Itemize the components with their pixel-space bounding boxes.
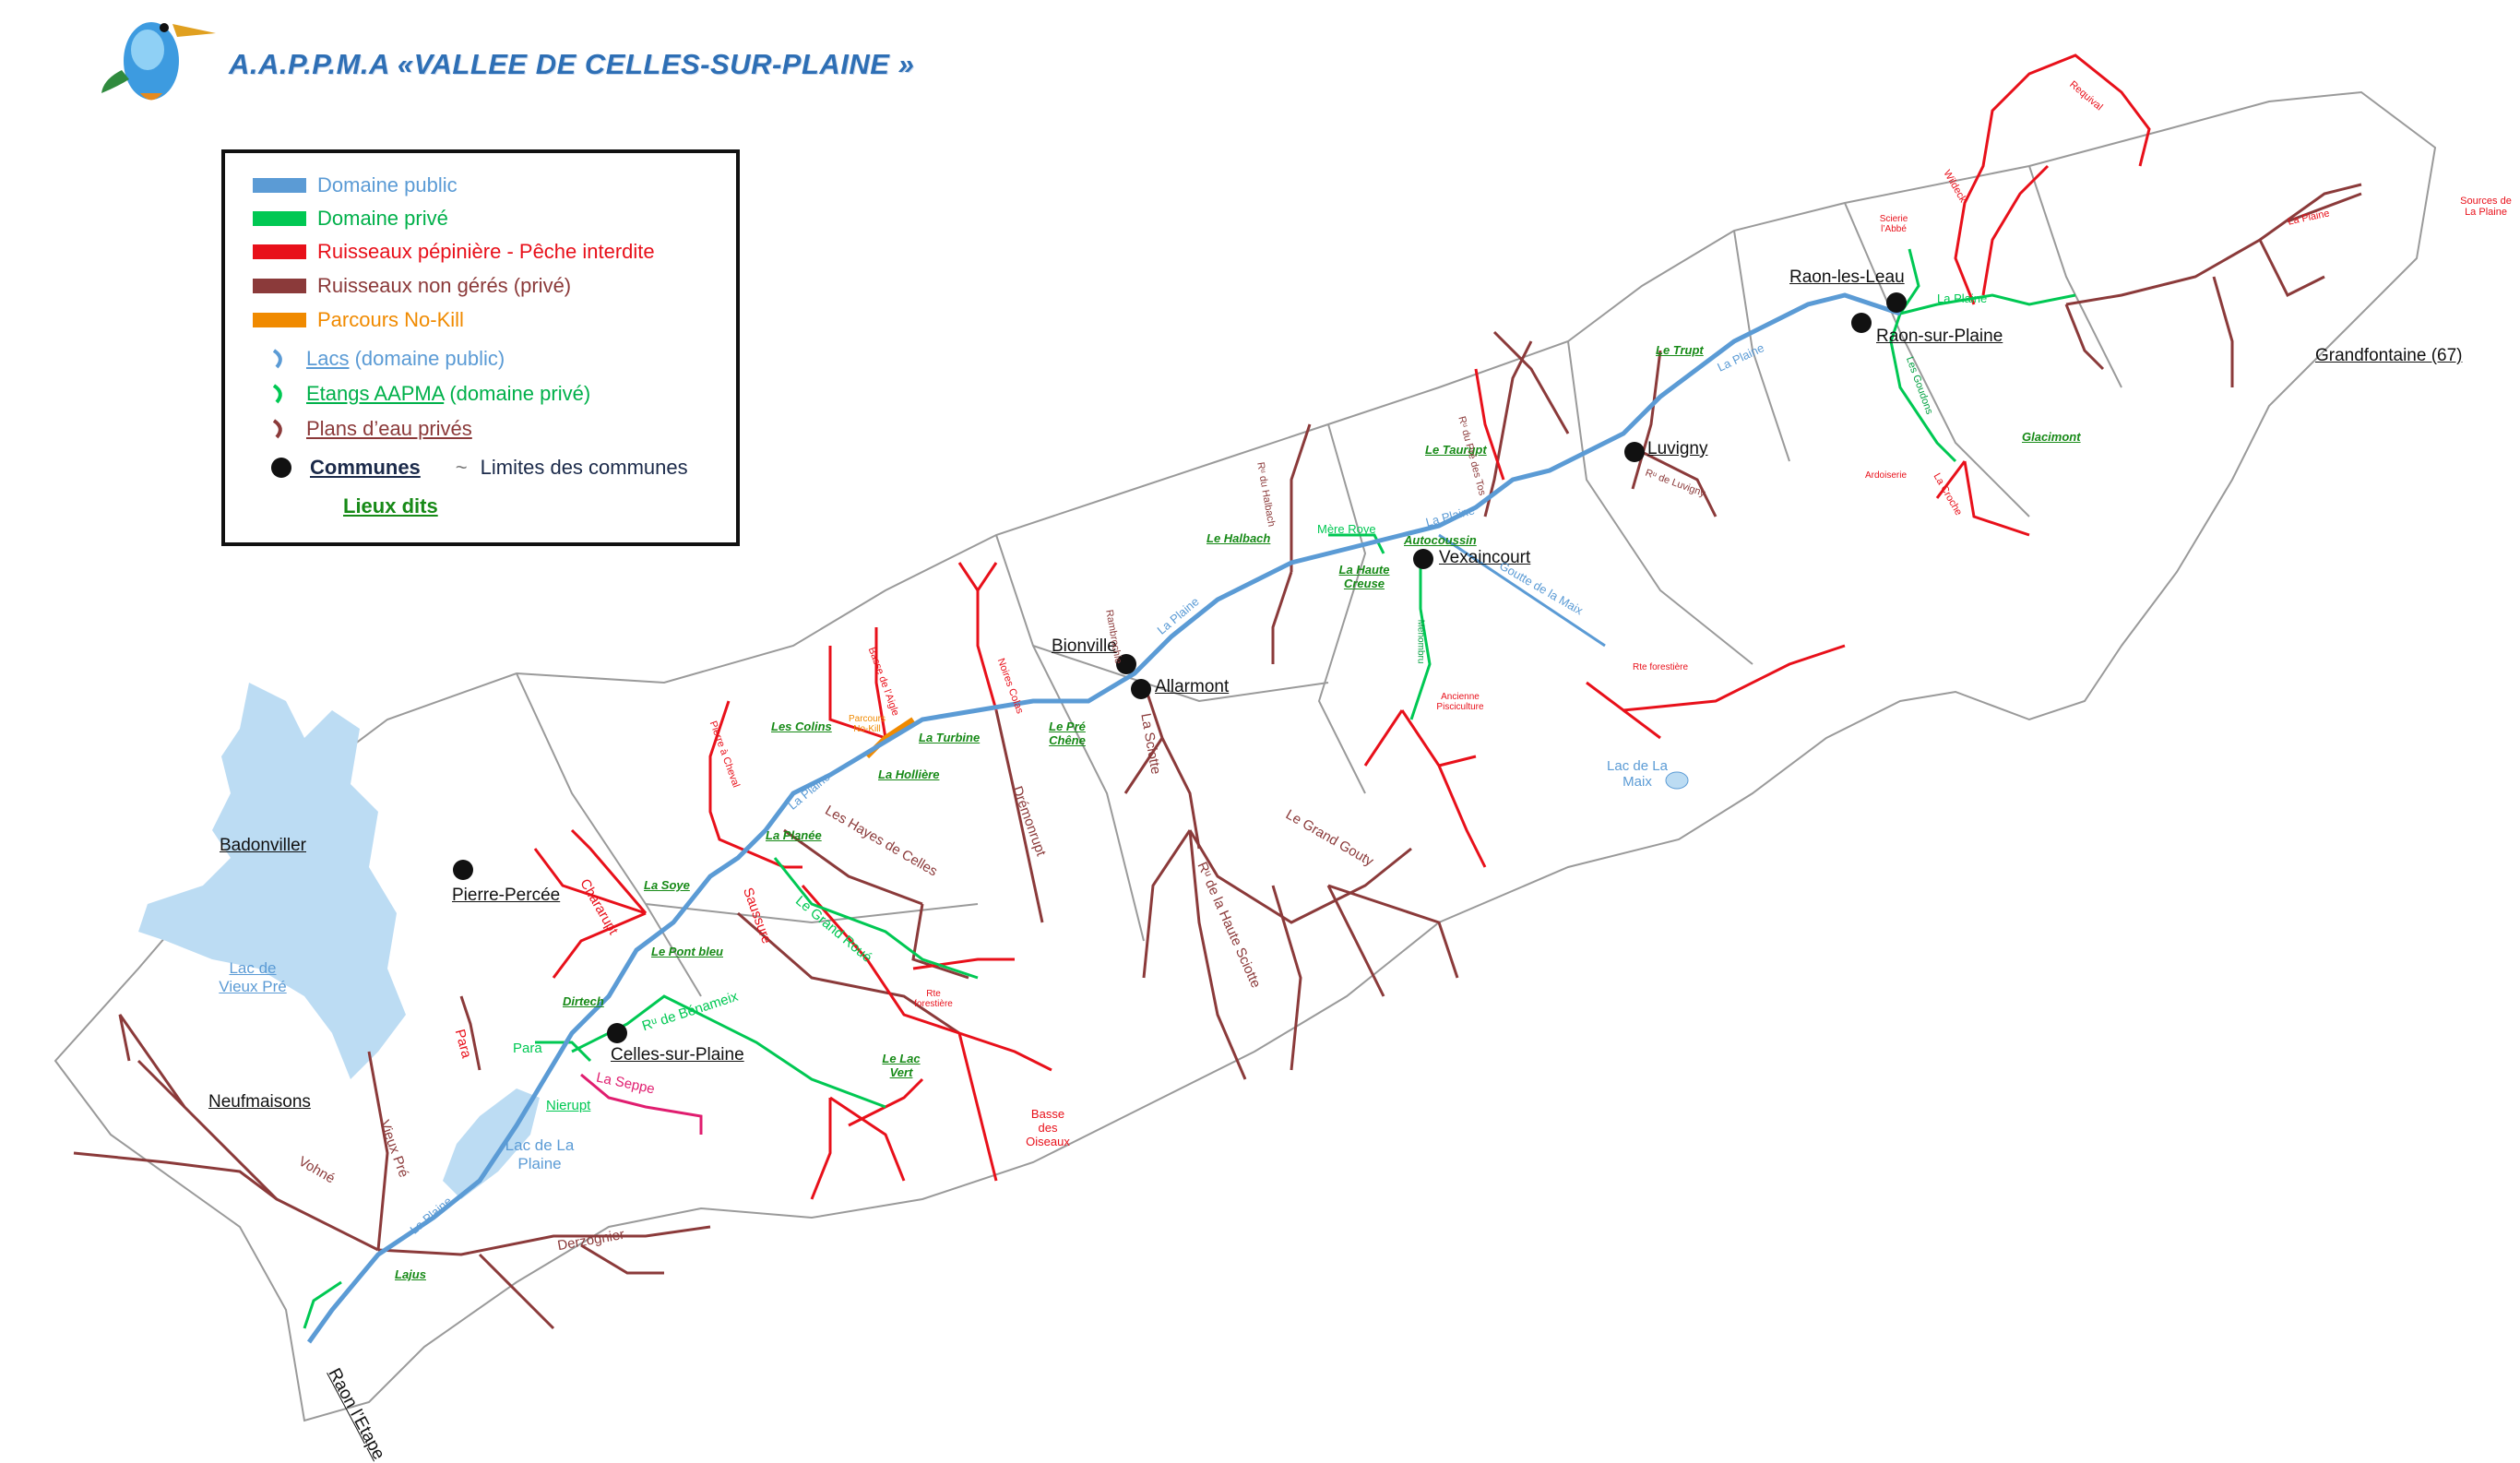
label-allarmont: Allarmont	[1155, 677, 1230, 696]
pond-icon	[272, 384, 282, 404]
legend-plans: Plans d’eau privés	[306, 417, 472, 440]
label-mere-roye: Mère Roye	[1317, 522, 1376, 536]
commune-dot-icon	[271, 458, 291, 478]
lieu-le-pre-chene: Le Pré Chêne	[1049, 720, 1086, 747]
lieu-dirtech: Dirtech	[563, 994, 604, 1008]
legend-etangs: Etangs AAPMA (domaine privé)	[306, 382, 591, 405]
dot-pierre-percee	[453, 860, 473, 880]
legend-pepiniere: Ruisseaux pépinière - Pêche interdite	[317, 240, 655, 263]
lieu-la-soye: La Soye	[644, 878, 690, 892]
commune-dots	[453, 292, 1907, 1043]
lieu-la-holliere: La Hollière	[878, 767, 940, 781]
lieu-la-planee: La Planée	[766, 828, 822, 842]
legend-lacs: Lacs (domaine public)	[306, 347, 505, 370]
label-lac-la-maix: Lac de La Maix	[1607, 758, 1668, 790]
la-plaine-river	[306, 292, 1901, 1344]
label-luvigny: Luvigny	[1647, 439, 1708, 458]
lieu-le-halbach: Le Halbach	[1207, 531, 1271, 545]
swatch-domaine-public	[253, 178, 306, 193]
dot-celles	[607, 1023, 627, 1043]
lake-vieux-pre	[138, 683, 406, 1079]
label-nierupt: Nierupt	[546, 1098, 591, 1113]
lieu-le-lac-vert: Le Lac Vert	[882, 1052, 921, 1079]
dot-bionville	[1116, 654, 1136, 674]
lakes	[138, 683, 1689, 1199]
swatch-no-kill	[253, 313, 306, 327]
label-ardoiserie: Ardoiserie	[1865, 470, 1908, 481]
legend-lieux: Lieux dits	[343, 494, 438, 517]
dot-allarmont	[1131, 679, 1151, 699]
legend-communes: Communes	[310, 456, 421, 479]
la-seppe-stream	[580, 1073, 703, 1135]
label-para-green: Para	[513, 1041, 542, 1056]
lieu-glacimont: Glacimont	[2022, 430, 2081, 444]
label-bionville: Bionville	[1052, 636, 1117, 656]
dot-luvigny	[1624, 442, 1645, 462]
lieu-la-haute-creuse: La Haute Creuse	[1338, 563, 1390, 590]
lieu-le-taurupt: Le Taurupt	[1425, 443, 1487, 457]
legend-domaine-prive: Domaine privé	[317, 207, 448, 230]
label-basse-oiseaux: Basse des Oiseaux	[1026, 1107, 1070, 1148]
label-raon-sur-plaine: Raon-sur-Plaine	[1876, 327, 2003, 346]
label-pierre-percee: Pierre-Percée	[452, 886, 561, 905]
dot-raon-sur-plaine	[1851, 313, 1872, 333]
label-menombru: Ménombru	[1415, 619, 1426, 664]
label-raon-les-leau: Raon-les-Leau	[1789, 268, 1905, 287]
map-title: A.A.P.P.M.A «VALLEE DE CELLES-SUR-PLAINE…	[229, 48, 915, 80]
lake-icon	[272, 349, 282, 369]
lieu-le-trupt: Le Trupt	[1656, 343, 1704, 357]
lake-la-plaine	[443, 1088, 540, 1199]
label-ancienne-pisci: Ancienne Pisciculture	[1436, 692, 1484, 712]
label-grandfontaine: Grandfontaine (67)	[2315, 346, 2463, 365]
label-sources: Sources de La Plaine	[2460, 196, 2512, 218]
lieu-autocoussin: Autocoussin	[1404, 533, 1477, 547]
label-scierie: Scierie l’Abbé	[1879, 214, 1908, 234]
legend-limites: Limites des communes	[480, 456, 688, 479]
legend-no-kill: Parcours No-Kill	[317, 308, 464, 331]
map-legend: Domaine public Domaine privé Ruisseaux p…	[221, 149, 740, 546]
dot-raon-les-leau	[1886, 292, 1907, 313]
limits-dash-icon: ~	[455, 456, 468, 479]
label-rte-forestiere: Rte forestière	[1633, 662, 1689, 672]
label-neufmaisons: Neufmaisons	[208, 1092, 311, 1112]
swatch-non-geres	[253, 279, 306, 293]
private-domain	[303, 248, 2076, 1329]
dot-vexaincourt	[1413, 549, 1433, 569]
lieu-les-colins: Les Colins	[771, 720, 832, 733]
label-badonviller: Badonviller	[220, 836, 306, 855]
private-pond-icon	[272, 419, 282, 439]
nursery-streams	[533, 54, 2151, 1200]
label-vexaincourt: Vexaincourt	[1439, 548, 1531, 567]
non-managed-streams	[73, 183, 2362, 1330]
kingfisher-logo	[101, 22, 216, 101]
label-lac-la-plaine: Lac de La Plaine	[505, 1136, 575, 1172]
lieu-le-pont-bleu: Le Pont bleu	[651, 945, 723, 958]
swatch-domaine-prive	[253, 211, 306, 226]
label-la-plaine-upper: La Plaine	[1937, 291, 1988, 305]
lieu-lajus: Lajus	[395, 1267, 426, 1281]
goutte-de-la-maix	[1438, 533, 1606, 648]
label-celles: Celles-sur-Plaine	[611, 1045, 744, 1065]
label-no-kill: Parcours No-Kill	[848, 714, 886, 734]
legend-domaine-public: Domaine public	[317, 173, 458, 196]
label-rte-forestiere2: Rte forestière	[914, 989, 953, 1009]
swatch-pepiniere	[253, 244, 306, 259]
label-lac-vieux-pre: Lac de Vieux Pré	[219, 959, 287, 995]
lieu-la-turbine: La Turbine	[919, 731, 981, 744]
legend-non-geres: Ruisseaux non gérés (privé)	[317, 274, 572, 297]
lake-la-maix	[1665, 771, 1689, 790]
